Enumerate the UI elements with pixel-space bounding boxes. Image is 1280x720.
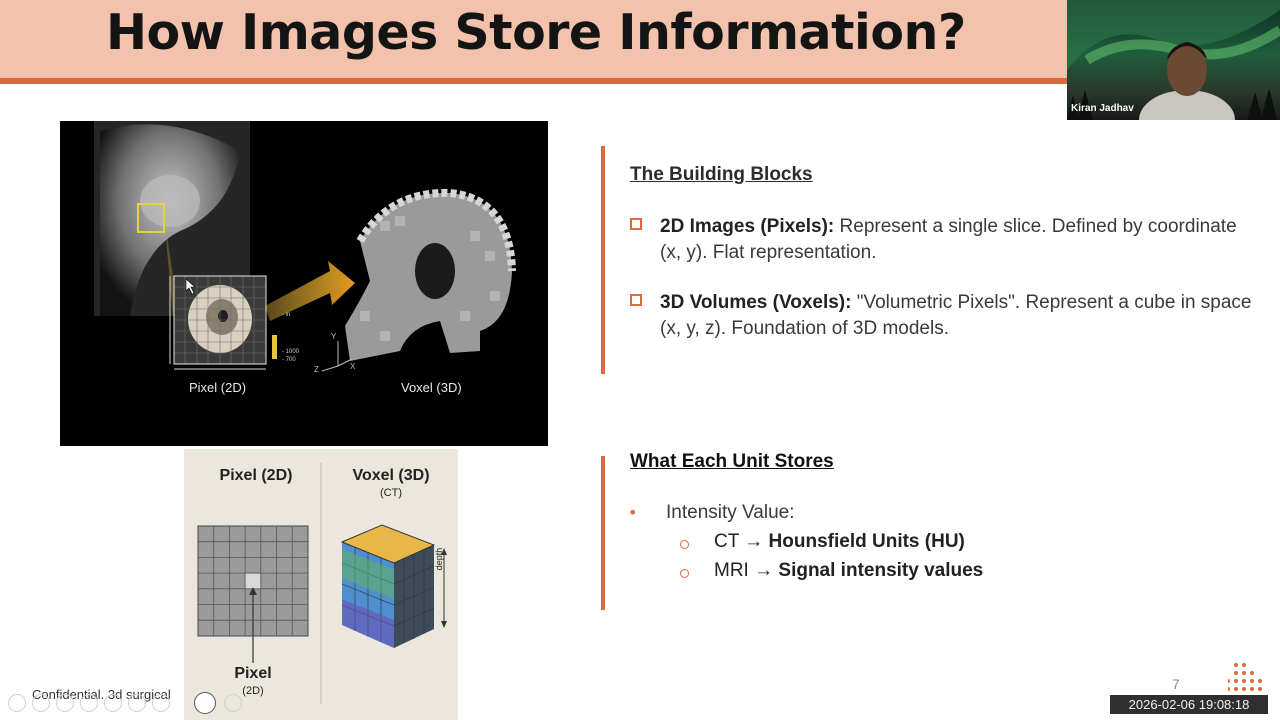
bullet-3d-text: "Volumetric Pixels". Represent a cube in… xyxy=(660,292,1252,339)
pen-icon[interactable] xyxy=(56,694,74,712)
laser-pointer-icon[interactable] xyxy=(152,694,170,712)
title-underline xyxy=(0,78,1068,84)
depth-label: depth xyxy=(434,547,444,571)
ct-value: Hounsfield Units (HU) xyxy=(768,531,965,552)
circle-bullet-icon xyxy=(680,540,689,549)
participant-video-tile[interactable]: Kiran Jadhav xyxy=(1067,0,1280,120)
dot-bullet-icon: • xyxy=(628,503,638,522)
subtitles-icon[interactable] xyxy=(128,694,146,712)
building-blocks-heading: The Building Blocks xyxy=(630,164,813,185)
diagram-voxel-subtitle: (CT) xyxy=(380,487,402,499)
decorative-dots xyxy=(1228,663,1262,691)
pixel-grid-graphic xyxy=(169,275,277,370)
title-band xyxy=(0,0,1068,78)
legend-label-1: - in xyxy=(282,312,290,318)
circle-bullet-icon xyxy=(680,569,689,578)
legend-label-2: - 1000 xyxy=(282,349,300,355)
section-accent-bar-2 xyxy=(601,456,605,610)
previous-slide-icon[interactable] xyxy=(8,694,26,712)
next-slide-icon[interactable] xyxy=(32,694,50,712)
square-bullet-icon xyxy=(630,294,642,306)
diagram-pixel-caption-sub: (2D) xyxy=(242,685,264,697)
slides-grid-icon[interactable] xyxy=(80,694,98,712)
more-options-icon[interactable] xyxy=(224,694,242,712)
voxel-3d-label: Voxel (3D) xyxy=(401,380,462,395)
page-number: 7 xyxy=(1172,676,1180,692)
pixel-2d-label: Pixel (2D) xyxy=(189,380,247,395)
recording-timestamp: 2026-02-06 19:08:18 xyxy=(1110,695,1268,714)
pixel-voxel-diagram: Pixel (2D) Voxel (3D) (CT) xyxy=(184,449,458,720)
diagram-pixel-title: Pixel (2D) xyxy=(219,467,293,484)
pixel-voxel-illustration: - in - 1000 - 700 Y X Z Pixel (2D) V xyxy=(60,121,548,446)
mouse-cursor-icon xyxy=(185,278,196,295)
voxel-model-graphic xyxy=(345,188,516,361)
participant-name: Kiran Jadhav xyxy=(1071,103,1134,114)
video-feed-image xyxy=(1067,0,1280,120)
bullet-2d-text: Represent a single slice. Defined by coo… xyxy=(660,216,1237,263)
mri-value: Signal intensity values xyxy=(778,560,984,581)
mri-prefix: MRI → xyxy=(714,560,779,581)
diagram-graphics xyxy=(197,463,447,704)
diagram-voxel-title: Voxel (3D) xyxy=(352,467,430,484)
axis-x-label: X xyxy=(350,362,356,371)
arrow-icon xyxy=(265,261,355,321)
ct-line: CT → Hounsfield Units (HU) xyxy=(714,531,965,553)
axes-graphic xyxy=(321,341,353,372)
diagram-pixel-caption: Pixel xyxy=(234,665,272,682)
bullet-3d-title: 3D Volumes (Voxels): xyxy=(660,292,852,313)
axis-y-label: Y xyxy=(331,332,337,341)
camera-toggle-icon[interactable] xyxy=(194,692,216,714)
legend-label-3: - 700 xyxy=(282,357,296,363)
ct-prefix: CT → xyxy=(714,531,769,552)
bullet-2d-title: 2D Images (Pixels): xyxy=(660,216,835,237)
pixel-voxel-artwork: - in - 1000 - 700 Y X Z xyxy=(94,121,516,374)
section-accent-bar xyxy=(601,146,605,374)
unit-stores-heading: What Each Unit Stores xyxy=(630,451,834,472)
square-bullet-icon xyxy=(630,218,642,230)
zoom-icon[interactable] xyxy=(104,694,122,712)
intensity-value-label: Intensity Value: xyxy=(666,502,795,523)
mri-line: MRI → Signal intensity values xyxy=(714,560,983,582)
slide-title: How Images Store Information? xyxy=(106,4,966,61)
axis-z-label: Z xyxy=(314,365,319,374)
confidential-footer: Confidential. 3d surgical xyxy=(32,687,171,702)
